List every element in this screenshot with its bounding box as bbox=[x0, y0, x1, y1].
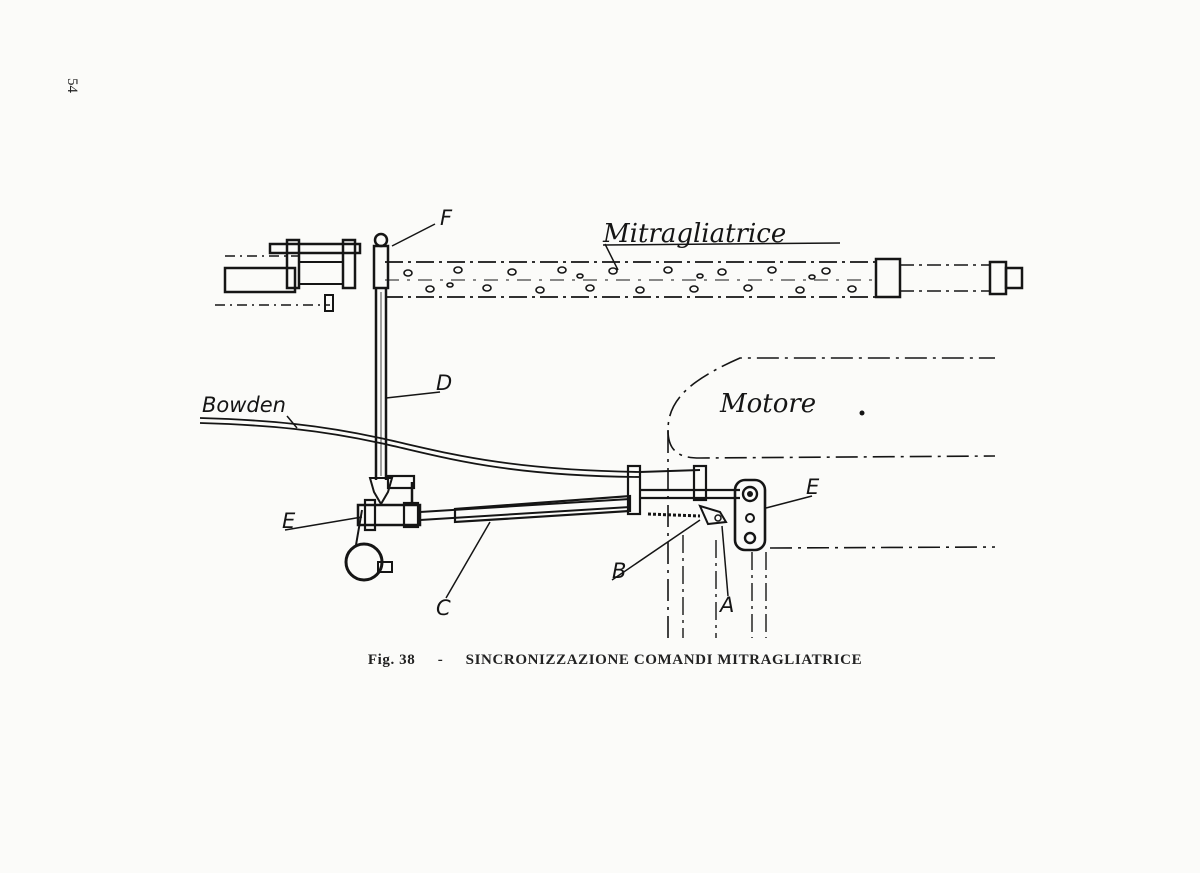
horizontal-rod-c bbox=[419, 494, 632, 524]
label-bowden: Bowden bbox=[202, 393, 286, 417]
label-a: A bbox=[718, 593, 734, 617]
label-f: F bbox=[440, 206, 453, 230]
figure-number: Fig. 38 bbox=[367, 652, 416, 668]
machine-gun bbox=[215, 238, 1024, 312]
bowden-cable bbox=[199, 417, 641, 478]
figure-caption: Fig. 38 - SINCRONIZZAZIONE COMANDI MITRA… bbox=[0, 652, 1200, 669]
caption-dash: - bbox=[437, 652, 444, 668]
clamp-e-left bbox=[344, 474, 422, 582]
label-b: B bbox=[612, 559, 626, 583]
label-e-right: E bbox=[806, 475, 820, 499]
vertical-rod-d bbox=[368, 232, 394, 506]
label-e-left: E bbox=[282, 509, 296, 533]
label-d: D bbox=[436, 371, 452, 395]
label-engine: Motore bbox=[719, 389, 816, 419]
engine-outline bbox=[667, 357, 996, 638]
label-c: C bbox=[436, 596, 451, 620]
cam-mechanism bbox=[626, 464, 767, 552]
leader-lines bbox=[284, 223, 813, 599]
figure-title: SINCRONIZZAZIONE COMANDI MITRAGLIATRICE bbox=[465, 652, 863, 668]
